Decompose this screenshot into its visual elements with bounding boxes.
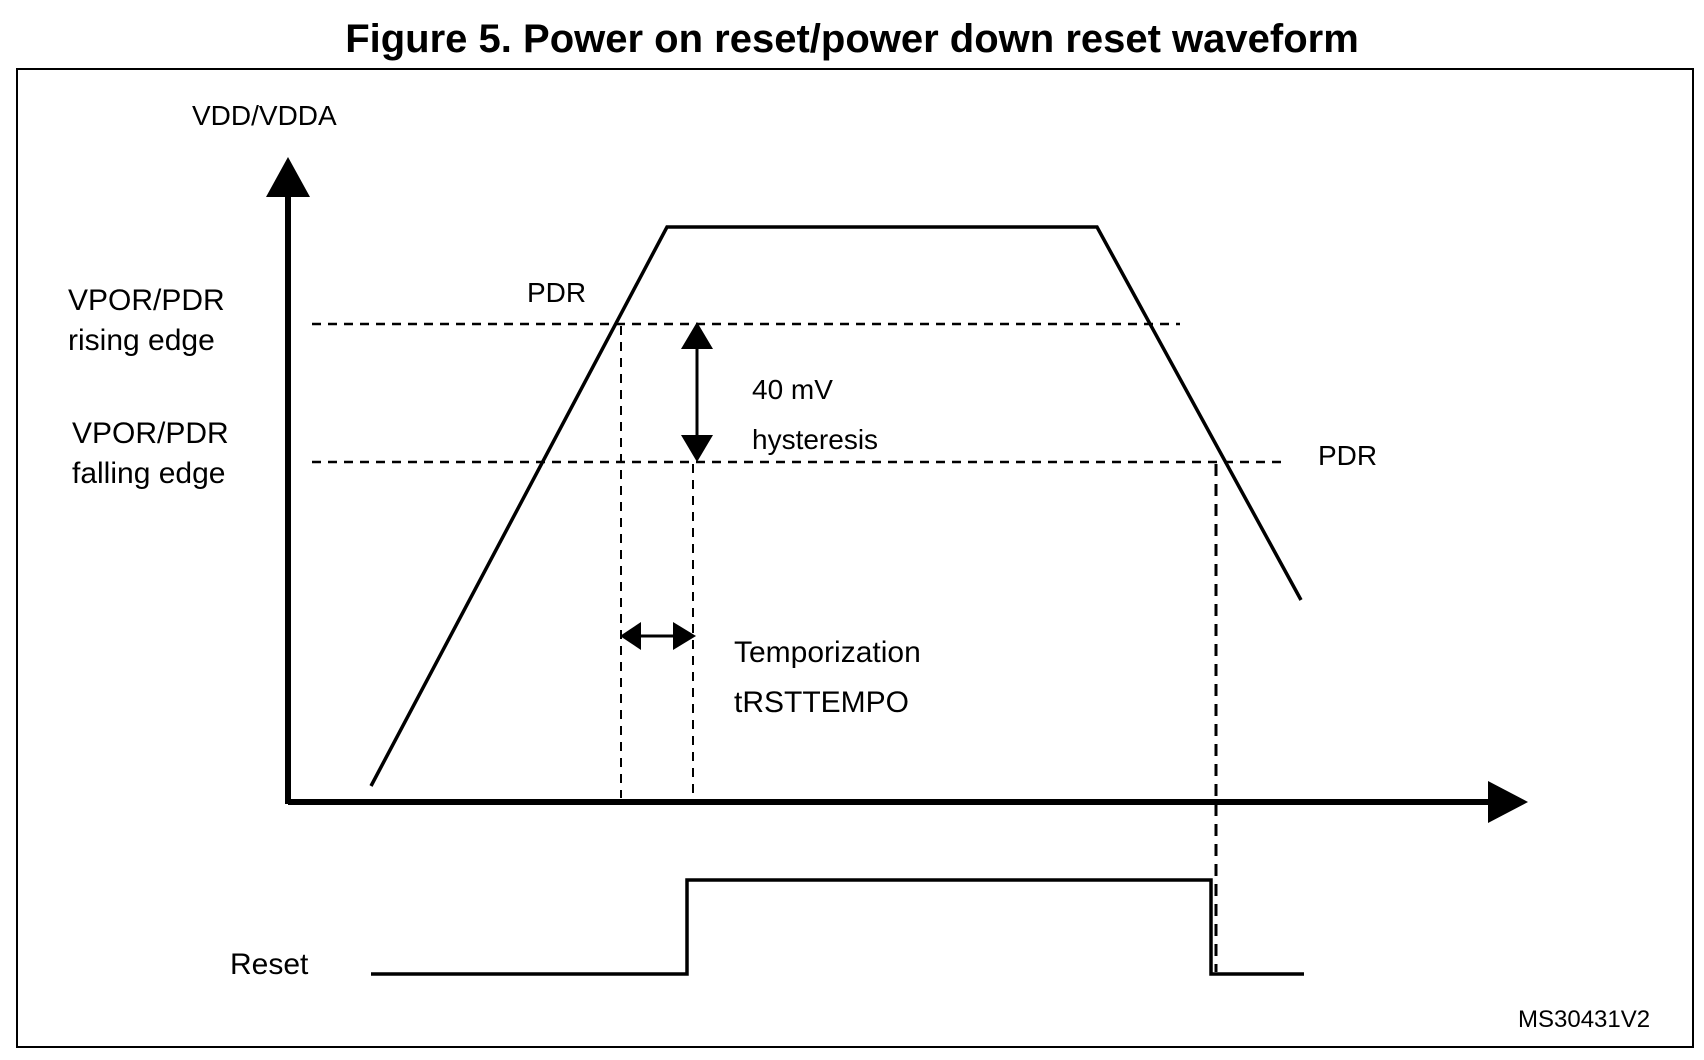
hysteresis-arrowhead-down bbox=[681, 435, 713, 462]
reference-code: MS30431V2 bbox=[1518, 1006, 1650, 1033]
figure-title: Figure 5. Power on reset/power down rese… bbox=[345, 17, 1359, 61]
falling-edge-label-line1: VPOR/PDR bbox=[72, 417, 229, 450]
temporization-arrowhead-left bbox=[620, 622, 641, 650]
hysteresis-label-line2: hysteresis bbox=[752, 424, 878, 455]
hysteresis-arrowhead-up bbox=[681, 322, 713, 349]
x-axis-arrowhead bbox=[1488, 781, 1528, 823]
falling-edge-label-line2: falling edge bbox=[72, 457, 225, 490]
pdr-label-left: PDR bbox=[527, 277, 586, 308]
vdd-waveform bbox=[369, 225, 1303, 787]
reset-waveform bbox=[371, 878, 1304, 976]
rising-edge-label-line2: rising edge bbox=[68, 324, 215, 357]
reset-label: Reset bbox=[230, 948, 309, 981]
hysteresis-label-line1: 40 mV bbox=[752, 374, 833, 405]
rising-edge-label-line1: VPOR/PDR bbox=[68, 284, 225, 317]
temporization-label-line1: Temporization bbox=[734, 636, 921, 669]
y-axis-label: VDD/VDDA bbox=[192, 100, 337, 131]
pdr-label-right: PDR bbox=[1318, 440, 1377, 471]
temporization-label-line2: tRSTTEMPO bbox=[734, 686, 909, 719]
y-axis-arrowhead bbox=[266, 157, 310, 197]
temporization-arrowhead-right bbox=[673, 622, 696, 650]
figure-frame bbox=[16, 68, 1694, 1048]
